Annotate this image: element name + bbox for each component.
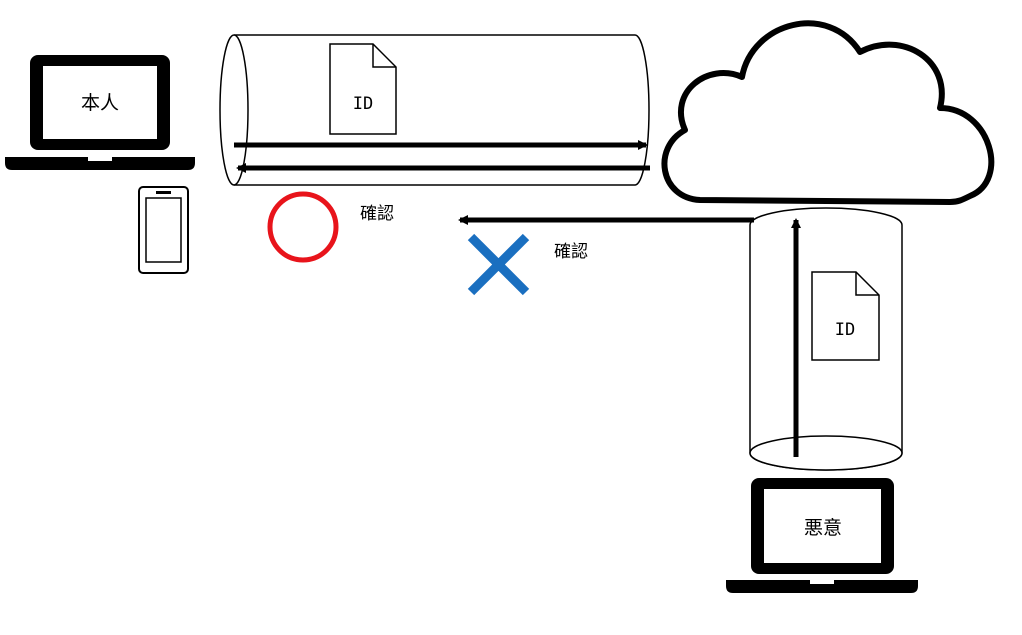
malicious-laptop-icon <box>726 478 918 593</box>
fail-cross-icon <box>467 233 530 296</box>
legit-laptop-label: 本人 <box>81 92 119 114</box>
secure-channel-tube <box>219 34 650 186</box>
malicious-laptop-label: 悪意 <box>804 517 842 539</box>
document-icon <box>329 43 397 135</box>
attacker-document-label: ID <box>835 320 855 340</box>
cloud-icon <box>661 20 995 205</box>
document-icon <box>811 271 880 361</box>
smartphone-icon <box>138 186 189 274</box>
legit-laptop-icon <box>5 55 195 170</box>
success-check-label: 確認 <box>360 204 394 224</box>
secure-document-label: ID <box>353 94 373 114</box>
success-circle-icon <box>267 191 339 263</box>
fail-check-label: 確認 <box>554 242 588 262</box>
